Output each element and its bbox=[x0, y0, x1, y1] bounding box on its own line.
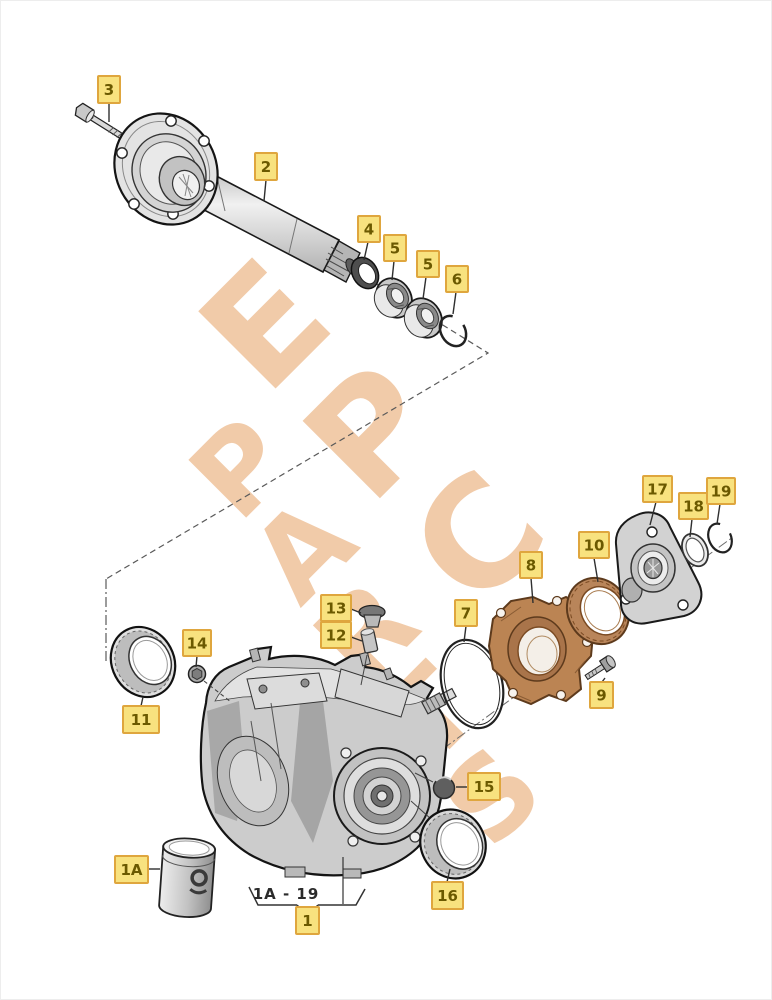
callout-number: 14 bbox=[187, 635, 208, 653]
callout-box bbox=[431, 881, 464, 910]
part-seal-11 bbox=[109, 625, 177, 699]
callout-number: 10 bbox=[584, 537, 605, 555]
callout-number: 5 bbox=[423, 256, 433, 274]
callout-17[interactable]: 17 bbox=[642, 475, 673, 526]
part-plug-14 bbox=[187, 664, 232, 703]
callout-7[interactable]: 7 bbox=[454, 599, 478, 643]
callout-number: 1 bbox=[302, 912, 312, 930]
callout-14[interactable]: 14 bbox=[182, 629, 212, 668]
callout-number: 1A bbox=[120, 861, 142, 879]
callout-number: 16 bbox=[437, 887, 458, 905]
callout-box bbox=[122, 705, 160, 734]
callout-6[interactable]: 6 bbox=[445, 265, 469, 315]
callout-box bbox=[454, 599, 478, 627]
part-ring-4 bbox=[350, 256, 380, 290]
callout-8[interactable]: 8 bbox=[519, 551, 543, 604]
callout-leader-line bbox=[463, 625, 467, 643]
callout-leader-line bbox=[263, 179, 267, 202]
callout-box bbox=[182, 629, 212, 657]
callout-box bbox=[467, 772, 501, 801]
callout-leader-line bbox=[530, 577, 534, 604]
callout-number: 7 bbox=[461, 605, 471, 623]
callout-box bbox=[383, 234, 407, 262]
callout-box bbox=[320, 621, 352, 649]
callout-number: 6 bbox=[452, 271, 462, 289]
callout-box bbox=[589, 681, 614, 709]
range-bracket: 1A - 19 bbox=[248, 857, 366, 909]
callout-box bbox=[114, 855, 149, 884]
callout-box bbox=[678, 492, 709, 520]
callout-number: 18 bbox=[683, 498, 704, 516]
callout-leader-line bbox=[350, 608, 362, 614]
part-bearing-5a bbox=[373, 277, 413, 319]
callout-leader-line bbox=[195, 655, 198, 668]
callout-box bbox=[254, 152, 278, 181]
part-cover-8-highlighted bbox=[487, 595, 595, 706]
part-seal-16 bbox=[410, 800, 487, 880]
callout-number: 17 bbox=[647, 481, 668, 499]
callout-box bbox=[642, 475, 673, 503]
callout-leader-line bbox=[350, 636, 363, 642]
callout-number: 8 bbox=[526, 557, 536, 575]
callout-leader-line bbox=[363, 241, 369, 261]
callout-number: 19 bbox=[711, 483, 732, 501]
part-cap-15 bbox=[414, 772, 456, 800]
part-breather-cap-13 bbox=[358, 604, 386, 628]
callout-box bbox=[295, 906, 320, 935]
callout-leader-line bbox=[649, 501, 657, 526]
callout-12[interactable]: 12 bbox=[320, 621, 363, 649]
callout-number: 5 bbox=[390, 240, 400, 258]
callout-number: 15 bbox=[474, 778, 495, 796]
callout-10[interactable]: 10 bbox=[578, 531, 610, 583]
callout-leader-line bbox=[689, 518, 693, 538]
callout-16[interactable]: 16 bbox=[431, 868, 464, 910]
callout-box bbox=[445, 265, 469, 293]
callout-18[interactable]: 18 bbox=[678, 492, 709, 538]
callout-leader-line bbox=[593, 557, 599, 583]
callout-number: 2 bbox=[261, 158, 271, 176]
callout-number: 11 bbox=[131, 711, 152, 729]
callout-box bbox=[97, 75, 121, 104]
callout-box bbox=[706, 477, 736, 505]
callout-11[interactable]: 11 bbox=[122, 696, 160, 734]
callout-number: 3 bbox=[104, 81, 114, 99]
callout-15[interactable]: 15 bbox=[456, 772, 501, 801]
callout-leader-line bbox=[452, 291, 457, 315]
part-housing-1 bbox=[199, 645, 457, 879]
callout-leader-line bbox=[716, 503, 721, 525]
callout-4[interactable]: 4 bbox=[357, 215, 381, 261]
callout-leader-line bbox=[446, 868, 451, 883]
callout-1A[interactable]: 1A bbox=[114, 855, 160, 884]
part-oil-can-1A bbox=[158, 837, 217, 918]
part-shim-18 bbox=[681, 532, 709, 568]
callout-box bbox=[519, 551, 543, 579]
part-bearing-5b bbox=[403, 297, 443, 339]
callout-number: 12 bbox=[326, 627, 347, 645]
part-bolt-9 bbox=[584, 655, 616, 681]
callout-19[interactable]: 19 bbox=[706, 477, 736, 525]
part-drive-flange-shaft-2 bbox=[113, 112, 361, 283]
callout-box bbox=[357, 215, 381, 243]
callout-number: 4 bbox=[364, 221, 374, 239]
part-flange-17 bbox=[614, 511, 703, 625]
callout-box bbox=[578, 531, 610, 559]
callout-number: 13 bbox=[326, 600, 347, 618]
oil-can-icon bbox=[189, 869, 208, 895]
callout-number: 9 bbox=[596, 687, 606, 705]
range-bracket-label: 1A - 19 bbox=[253, 885, 320, 903]
callout-1[interactable]: 1 bbox=[295, 906, 320, 935]
callout-5[interactable]: 5 bbox=[383, 234, 407, 281]
part-breather-valve-12 bbox=[360, 628, 379, 686]
callout-box bbox=[416, 250, 440, 278]
callout-2[interactable]: 2 bbox=[254, 152, 278, 202]
callout-leader-line bbox=[391, 260, 395, 281]
callout-leader-line bbox=[422, 276, 427, 300]
callout-9[interactable]: 9 bbox=[589, 677, 614, 709]
part-circlip-6 bbox=[438, 314, 468, 348]
part-circlip-19 bbox=[707, 522, 733, 554]
callout-3[interactable]: 3 bbox=[97, 75, 121, 122]
callout-5[interactable]: 5 bbox=[416, 250, 440, 300]
callout-leader-line bbox=[140, 696, 144, 707]
